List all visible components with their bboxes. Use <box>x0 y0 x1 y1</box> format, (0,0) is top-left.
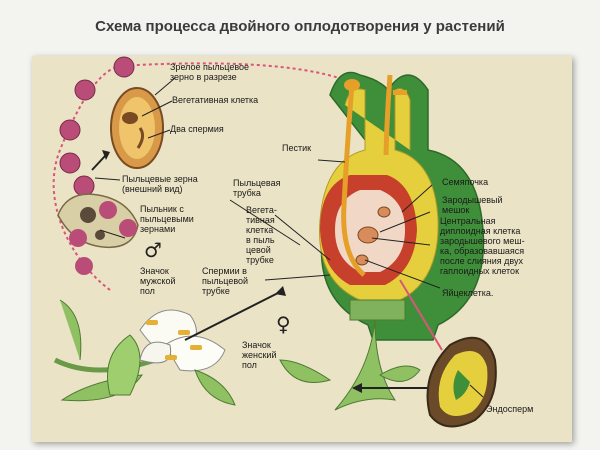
label-anther: Пыльник с пыльцевыми зернами <box>140 204 194 234</box>
female-symbol: ♀ <box>276 312 291 336</box>
label-pollen-tube: Пыльцевая трубка <box>233 178 281 198</box>
label-central-cell: Центральная диплоидная клетка зародышево… <box>440 216 525 276</box>
pollen-grain-section <box>110 87 164 169</box>
seed <box>426 336 497 428</box>
label-egg-cell: Яйцеклетка. <box>442 288 494 298</box>
label-ovule: Семяпочка <box>442 177 489 187</box>
label-sperms-tube: Спермии в пыльцевой трубке <box>202 266 249 296</box>
male-symbol: ♂ <box>144 238 162 262</box>
page-title: Схема процесса двойного оплодотворения у… <box>95 18 505 35</box>
label-veg-cell-tube: Вегета- тивная клетка в пыль цевой трубк… <box>246 205 277 265</box>
label-male-sign: Значок мужской пол <box>140 266 176 296</box>
label-endosperm: Эндосперм <box>486 404 534 414</box>
label-embryo-sac: Зародышевый мешок <box>442 195 503 215</box>
label-two-sperms: Два спермия <box>170 124 224 134</box>
label-vegetative-cell: Вегетативная клетка <box>172 95 259 105</box>
label-pestle: Пестик <box>282 143 312 153</box>
flower-male <box>53 299 236 406</box>
pistil <box>279 71 485 411</box>
anther <box>57 193 139 275</box>
label-mature-pollen: Зрелое пыльцевое зерно в разрезе <box>170 62 250 82</box>
label-pollen-grains: Пыльцевые зерна (внешний вид) <box>122 174 198 194</box>
pollen-path <box>52 62 346 291</box>
label-female-sign: Значок женский пол <box>242 340 277 370</box>
pollen-grains <box>59 56 135 197</box>
